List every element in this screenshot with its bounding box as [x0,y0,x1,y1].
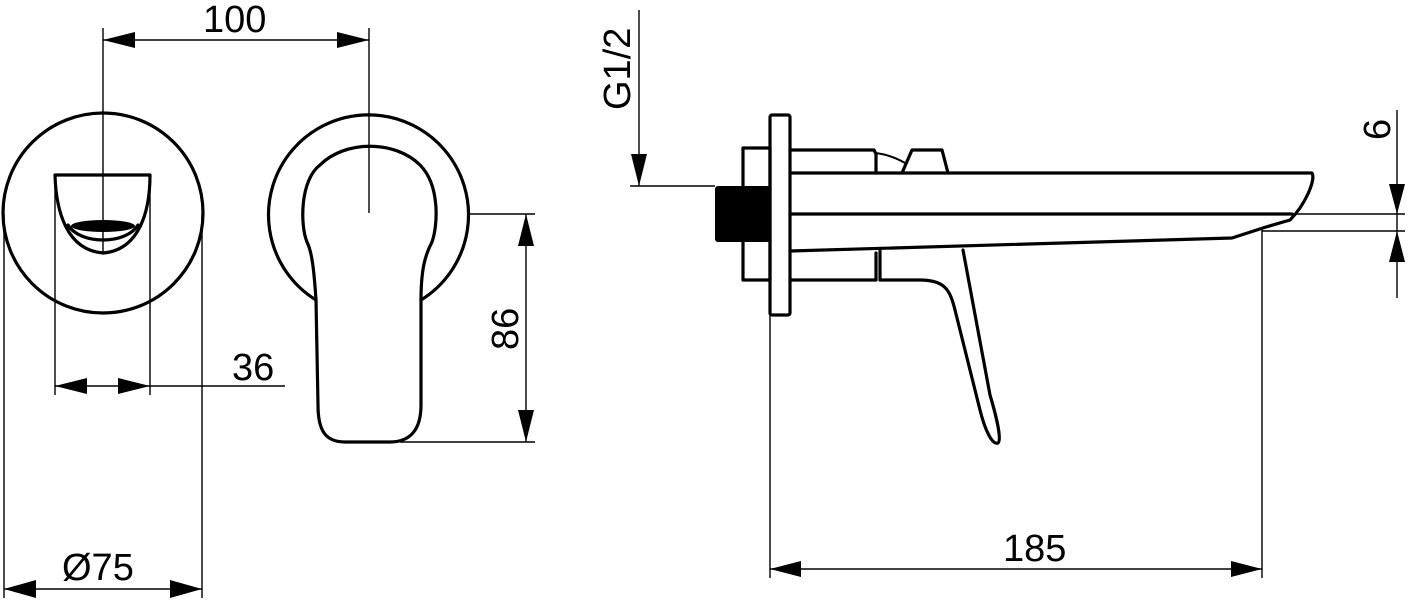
dimension-lever-height: 86 [485,214,534,442]
side-view [630,113,1405,578]
dim-label-100: 100 [203,0,266,41]
upper-body [788,148,878,175]
dim-label-g12: G1/2 [597,28,639,110]
dimension-spout-drop: 6 [1357,110,1405,298]
dim-label-86: 86 [485,308,527,350]
dimension-centre-distance: 100 [103,0,369,48]
dim-label-75: Ø75 [62,547,134,589]
dimension-rosette-diameter: Ø75 [4,547,202,598]
spout-rosette-view [1,28,205,598]
wall-plate [768,113,792,317]
dimension-projection: 185 [770,528,1262,577]
lower-body [788,251,878,282]
dim-label-6: 6 [1357,119,1399,140]
spout [788,171,1315,253]
dim-label-185: 185 [1003,528,1066,570]
lever-top [900,148,950,175]
dim-label-36: 36 [232,347,274,389]
dimension-thread: G1/2 [597,10,647,186]
lever-handle [301,144,438,444]
lever-side [878,248,1001,445]
dimension-spout-width: 36 [55,347,285,394]
thread-connection [715,186,770,242]
lever-rosette-view [266,28,535,444]
